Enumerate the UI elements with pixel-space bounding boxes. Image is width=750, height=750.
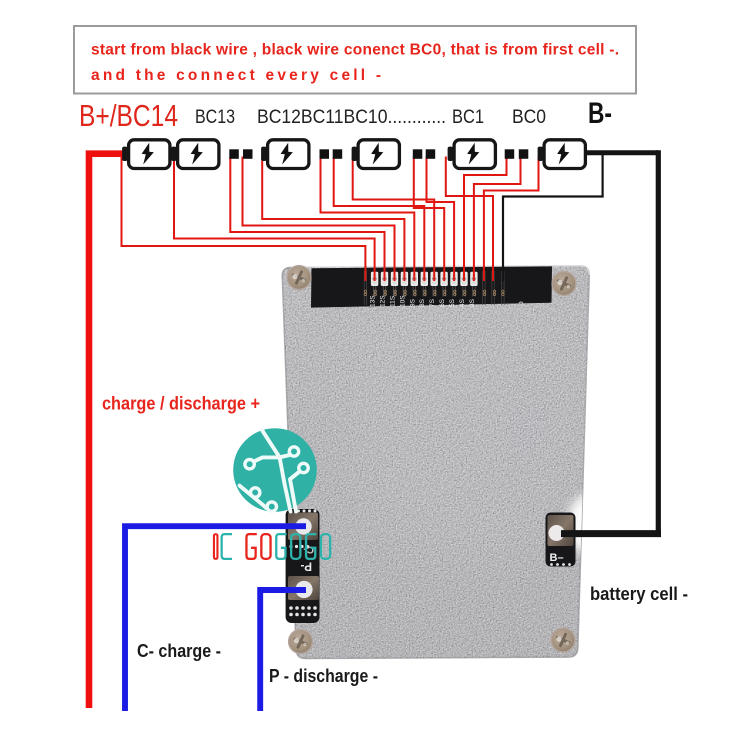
svg-text:4S: 4S	[459, 298, 466, 307]
svg-text:7S: 7S	[429, 298, 436, 307]
svg-text:BC12BC11BC10............: BC12BC11BC10............	[257, 107, 446, 128]
svg-text:5S: 5S	[449, 298, 456, 307]
svg-text:BC13: BC13	[195, 107, 235, 128]
svg-text:BC0: BC0	[512, 107, 546, 128]
svg-text:11S: 11S	[390, 295, 397, 307]
svg-text:B-: B-	[588, 97, 612, 130]
svg-text:3S: 3S	[469, 298, 476, 307]
svg-text:C- charge -: C- charge -	[137, 641, 221, 661]
svg-text:start from black wire , black: start from black wire , black wire conen…	[91, 42, 619, 59]
svg-text:10S: 10S	[399, 295, 406, 307]
svg-text:8S: 8S	[419, 298, 426, 307]
svg-text:B+/BC14: B+/BC14	[79, 98, 178, 133]
svg-text:9S: 9S	[409, 298, 416, 307]
svg-text:C-: C-	[303, 544, 314, 555]
svg-text:P-: P-	[300, 560, 312, 572]
svg-text:charge / discharge +: charge / discharge +	[102, 394, 260, 414]
svg-text:12S: 12S	[380, 295, 387, 307]
svg-text:B–: B–	[550, 552, 564, 564]
svg-text:P - discharge -: P - discharge -	[269, 666, 378, 686]
svg-text:13S: 13S	[370, 295, 377, 307]
svg-text:6S: 6S	[439, 298, 446, 307]
svg-text:BC1: BC1	[452, 107, 484, 128]
svg-text:battery cell -: battery cell -	[590, 584, 688, 604]
